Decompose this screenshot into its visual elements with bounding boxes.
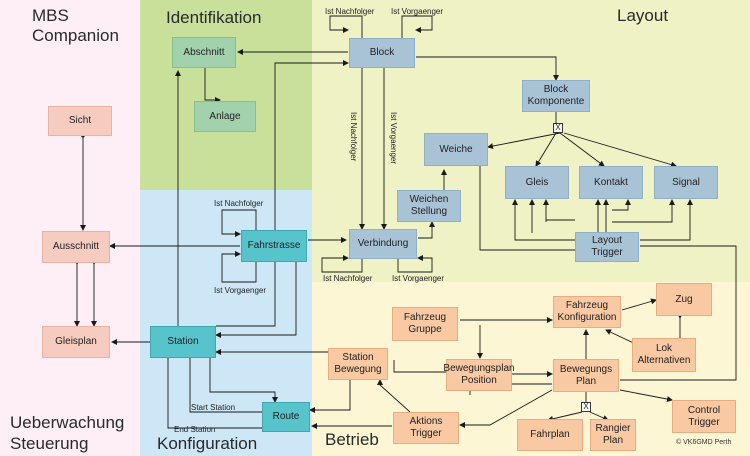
node-bewegungs-plan-label: Bewegungs Plan (559, 363, 613, 387)
node-ausschnitt[interactable]: Ausschnitt (42, 231, 110, 263)
node-anlage-label: Anlage (209, 110, 241, 122)
edge-label-block-ist-nachfolger: Ist Nachfolger (325, 7, 375, 16)
node-station-label: Station (167, 336, 199, 347)
region-title-identifikation: Identifikation (166, 8, 262, 27)
node-fahrstrasse-label: Fahrstrasse (247, 240, 301, 251)
node-block-komponente-label: Block Komponente (527, 84, 585, 107)
node-station-bewegung[interactable]: Station Bewegung (328, 348, 388, 380)
edge-label-end-station: End Station (174, 425, 216, 434)
node-fahrzeug-konfiguration[interactable]: Fahrzeug Konfiguration (553, 296, 621, 328)
node-bewegungs-plan[interactable]: Bewegungs Plan (553, 359, 619, 392)
node-lok-alternativen[interactable]: Lok Alternativen (632, 338, 696, 372)
node-bewegungsplan-position[interactable]: Bewegungsplan Position (443, 359, 515, 391)
region-title-layout: Layout (617, 6, 669, 25)
edge-label-fahrstrasse-ist-nachfolger: Ist Nachfolger (214, 199, 264, 208)
node-zug[interactable]: Zug (656, 283, 712, 316)
node-rangier-plan-label: Rangier Plan (595, 423, 631, 446)
xor-symbol-betrieb: X (581, 402, 591, 412)
node-fahrplan[interactable]: Fahrplan (517, 419, 583, 451)
node-verbindung-label: Verbindung (357, 238, 409, 249)
edge-label-fahrstrasse-ist-vorgaenger: Ist Vorgaenger (214, 286, 267, 295)
node-weichen-stellung[interactable]: Weichen Stellung (397, 190, 461, 222)
node-layout-trigger-label: Layout Trigger (591, 235, 623, 258)
node-control-trigger[interactable]: Control Trigger (672, 400, 736, 433)
region-title-betrieb: Betrieb (325, 430, 379, 449)
node-layout-trigger[interactable]: Layout Trigger (575, 232, 639, 262)
node-ausschnitt-label: Ausschnitt (52, 241, 100, 252)
node-kontakt-label: Kontakt (594, 176, 628, 188)
edge-label-verbindung-ist-vorgaenger: Ist Vorgaenger (392, 274, 445, 283)
node-aktions-trigger[interactable]: Aktions Trigger (393, 412, 459, 444)
node-weiche-label: Weiche (439, 143, 473, 155)
node-block-komponente[interactable]: Block Komponente (522, 80, 590, 112)
node-gleis[interactable]: Gleis (505, 166, 569, 199)
region-title-ueberwachung: Ueberwachung Steuerung (10, 413, 125, 453)
node-route-label: Route (272, 411, 300, 422)
node-station[interactable]: Station (150, 326, 216, 358)
node-block-label: Block (369, 47, 395, 58)
node-anlage[interactable]: Anlage (194, 101, 256, 132)
node-block[interactable]: Block (349, 38, 415, 68)
node-aktions-trigger-label: Aktions Trigger (409, 416, 443, 439)
edge-label-block-ist-vorgaenger: Ist Vorgaenger (391, 7, 444, 16)
region-companion (0, 0, 140, 456)
node-fahrplan-label: Fahrplan (530, 429, 570, 440)
node-verbindung[interactable]: Verbindung (349, 229, 417, 259)
node-abschnitt[interactable]: Abschnitt (172, 37, 236, 68)
node-station-bewegung-label: Station Bewegung (334, 352, 382, 375)
node-fahrstrasse[interactable]: Fahrstrasse (241, 230, 307, 262)
node-weiche[interactable]: Weiche (424, 133, 488, 166)
edge-label-verbindung-ist-nachfolger: Ist Nachfolger (323, 274, 373, 283)
node-signal-label: Signal (672, 176, 700, 188)
region-title-companion: MBS Companion (32, 6, 119, 45)
node-rangier-plan[interactable]: Rangier Plan (590, 419, 636, 451)
node-gleisplan[interactable]: Gleisplan (42, 326, 110, 358)
node-sicht[interactable]: Sicht (48, 106, 112, 136)
edge-label-block-verbindung-ist-nachfolger: Ist Nachfolger (349, 112, 358, 162)
node-fahrzeug-gruppe-label: Fahrzeug Gruppe (403, 312, 447, 335)
region-title-konfiguration: Konfiguration (157, 434, 258, 453)
edge-label-start-station: Start Station (191, 403, 236, 412)
node-bewegungsplan-position-label: Bewegungsplan Position (443, 363, 515, 386)
node-control-trigger-label: Control Trigger (687, 404, 721, 428)
node-lok-alternativen-label: Lok Alternativen (637, 343, 691, 366)
node-gleis-label: Gleis (525, 176, 549, 188)
edge-label-block-verbindung-ist-vorgaenger: Ist Vorgaenger (389, 112, 398, 165)
node-gleisplan-label: Gleisplan (55, 336, 97, 347)
copyright-text: © VK6GMD Perth (676, 439, 732, 446)
node-signal[interactable]: Signal (654, 166, 718, 199)
node-kontakt[interactable]: Kontakt (579, 166, 643, 199)
xor-symbol-layout: X (553, 123, 563, 133)
node-weichen-stellung-label: Weichen Stellung (409, 194, 449, 217)
node-fahrzeug-konfiguration-label: Fahrzeug Konfiguration (557, 300, 617, 323)
node-fahrzeug-gruppe[interactable]: Fahrzeug Gruppe (392, 307, 458, 341)
node-route[interactable]: Route (262, 402, 310, 432)
region-identifikation (140, 0, 312, 190)
node-abschnitt-label: Abschnitt (183, 46, 225, 58)
node-sicht-label: Sicht (68, 115, 92, 126)
node-zug-label: Zug (675, 293, 693, 305)
